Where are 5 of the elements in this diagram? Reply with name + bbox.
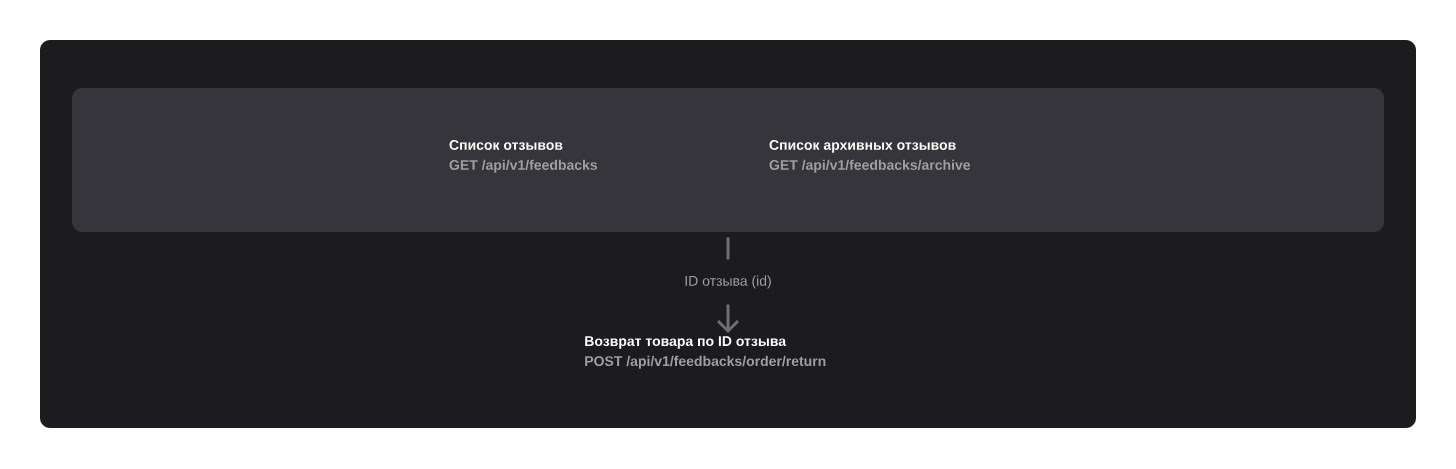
endpoint-label: Возврат товара по ID отзыва POST /api/v1/feedbacks/order/return — [585, 336, 826, 369]
panel — [72, 88, 1384, 232]
edge-label: ID отзыва (id) — [680, 259, 776, 305]
endpoint-label: Список отзывов GET /api/v1/feedbacks — [449, 140, 598, 173]
endpoint-label: Список архивных отзывов GET /api/v1/feedbacks/archive — [769, 140, 971, 173]
